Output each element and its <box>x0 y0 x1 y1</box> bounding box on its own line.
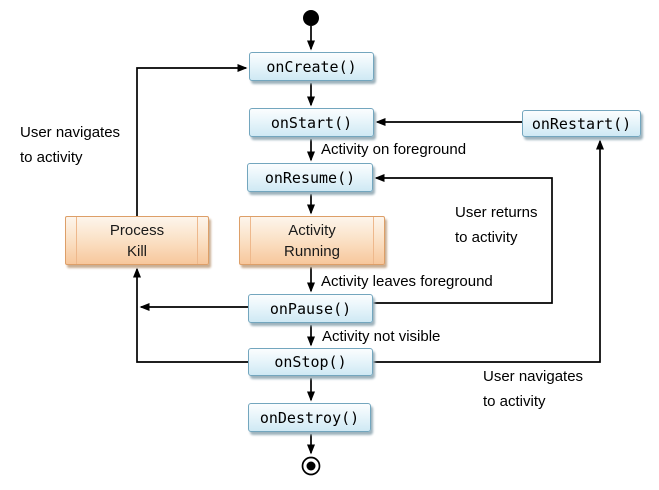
node-oncreate-label: onCreate() <box>266 57 357 76</box>
node-process-kill: Process Kill <box>65 216 209 265</box>
edge-label-user-returns-line1: User returns <box>455 204 538 221</box>
node-onstart: onStart() <box>249 108 374 137</box>
edge-label-user-navigates-left-line2: to activity <box>20 149 83 166</box>
edge-label-user-navigates-right-line1: User navigates <box>483 368 584 385</box>
edge-processkill-oncreate <box>136 64 248 216</box>
node-activity-running-label-line2: Running <box>284 242 340 260</box>
end-node-dot <box>306 461 316 471</box>
edge-label-activity-on-foreground: Activity on foreground <box>321 141 467 158</box>
edge-label-activity-not-visible: Activity not visible <box>322 328 441 345</box>
edge-onstop-processkill <box>133 267 248 363</box>
edge-label-user-returns-line2: to activity <box>455 229 518 246</box>
node-process-kill-label-line2: Kill <box>126 242 147 260</box>
node-ondestroy-label: onDestroy() <box>259 408 360 427</box>
node-activity-running-label-line1: Activity <box>288 221 336 239</box>
edge-label-user-navigates-left-line1: User navigates <box>20 124 121 141</box>
edge-label-user-navigates-left: User navigates to activity <box>20 120 120 170</box>
edge-label-user-returns: User returns to activity <box>455 200 538 250</box>
node-onresume: onResume() <box>247 163 373 192</box>
node-onrestart: onRestart() <box>522 110 641 137</box>
node-onpause-label: onPause() <box>269 299 352 318</box>
node-oncreate: onCreate() <box>249 52 374 81</box>
edge-onpause-onresume <box>373 174 553 304</box>
node-onstart-label: onStart() <box>270 113 353 132</box>
node-onrestart-label: onRestart() <box>531 114 632 133</box>
node-onstop: onStop() <box>248 348 373 376</box>
start-node <box>303 10 319 26</box>
edge-label-user-navigates-right-line2: to activity <box>483 393 546 410</box>
node-onstop-label: onStop() <box>274 353 347 371</box>
node-activity-running: Activity Running <box>239 216 385 265</box>
node-onresume-label: onResume() <box>264 168 356 187</box>
edge-label-activity-leaves-foreground: Activity leaves foreground <box>321 273 493 290</box>
node-ondestroy: onDestroy() <box>248 403 371 432</box>
edge-onstop-onrestart <box>373 139 604 363</box>
node-process-kill-label-line1: Process <box>109 221 165 239</box>
node-onpause: onPause() <box>248 294 373 323</box>
edge-label-user-navigates-right: User navigates to activity <box>483 364 583 414</box>
